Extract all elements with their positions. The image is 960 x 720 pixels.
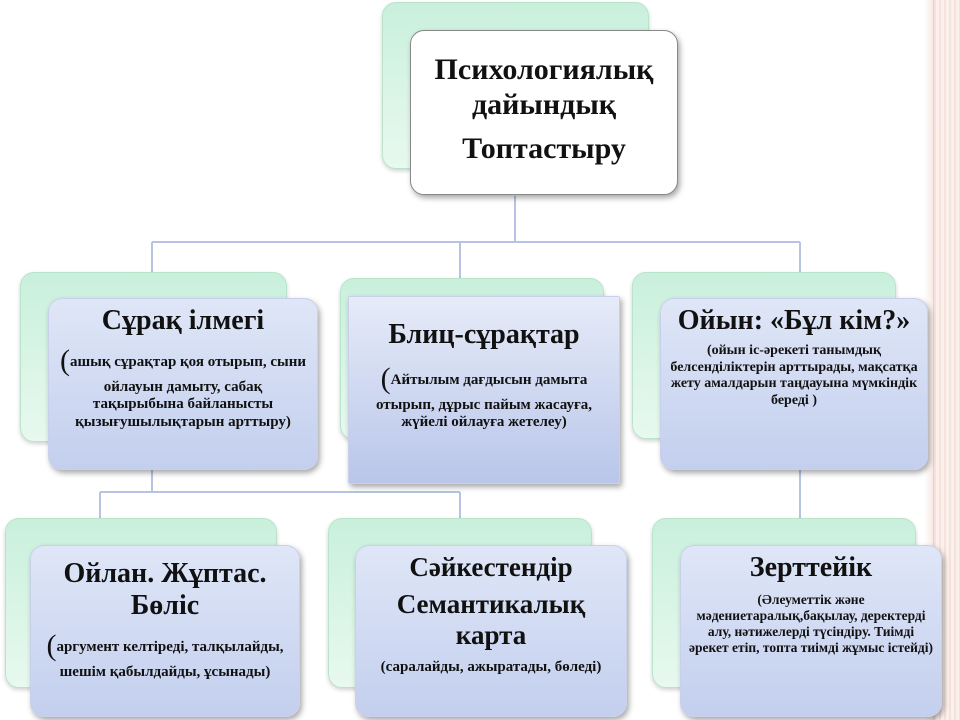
node-oiyn: Ойын: «Бұл кім?» (ойын іс-әрекеті танымд… [660,298,928,470]
node-oiyn-desc: (ойын іс-әрекеті танымдық белсенділіктер… [670,343,918,408]
node-oiyn-title: Ойын: «Бұл кім?» [677,305,911,336]
node-saikes-title: Сәйкестендір [409,552,573,582]
node-saikes-title2: Семантикалық карта [396,589,586,651]
root-title: Психологиялық дайындық [434,53,654,121]
node-saikes-desc: (саралайды, ажыратады, бөледі) [380,659,602,676]
node-zertt: Зерттейік (Әлеуметтік және мәдениетаралы… [680,545,942,717]
root-subtitle: Топтастыру [462,132,626,165]
node-oilan-title: Ойлан. Жұптас. Бөліс [63,558,267,622]
root-node: Психологиялық дайындық Топтастыру [410,30,678,195]
slide-border-shadow [924,0,934,720]
node-saikes: Сәйкестендір Семантикалық карта (саралай… [355,545,627,717]
node-blic-desc: (Айтылым дағдысын дамыта отырып, дұрыс п… [375,362,593,431]
node-blic-title: Блиц-сұрақтар [388,319,580,350]
node-blic: Блиц-сұрақтар (Айтылым дағдысын дамыта о… [348,296,620,484]
node-surak-desc: (ашық сұрақтар қоя отырып, сыни ойлауын … [59,344,306,430]
node-zertt-desc: (Әлеуметтік және мәдениетаралық,бақылау,… [689,592,933,655]
node-surak-title: Сұрақ ілмегі [101,305,265,336]
node-surak: Сұрақ ілмегі (ашық сұрақтар қоя отырып, … [48,298,318,470]
node-oilan-desc: (аргумент келтіреді, талқылайды, шешім қ… [46,629,284,680]
node-oilan: Ойлан. Жұптас. Бөліс (аргумент келтіреді… [30,545,300,717]
node-zertt-title: Зерттейік [749,552,873,583]
